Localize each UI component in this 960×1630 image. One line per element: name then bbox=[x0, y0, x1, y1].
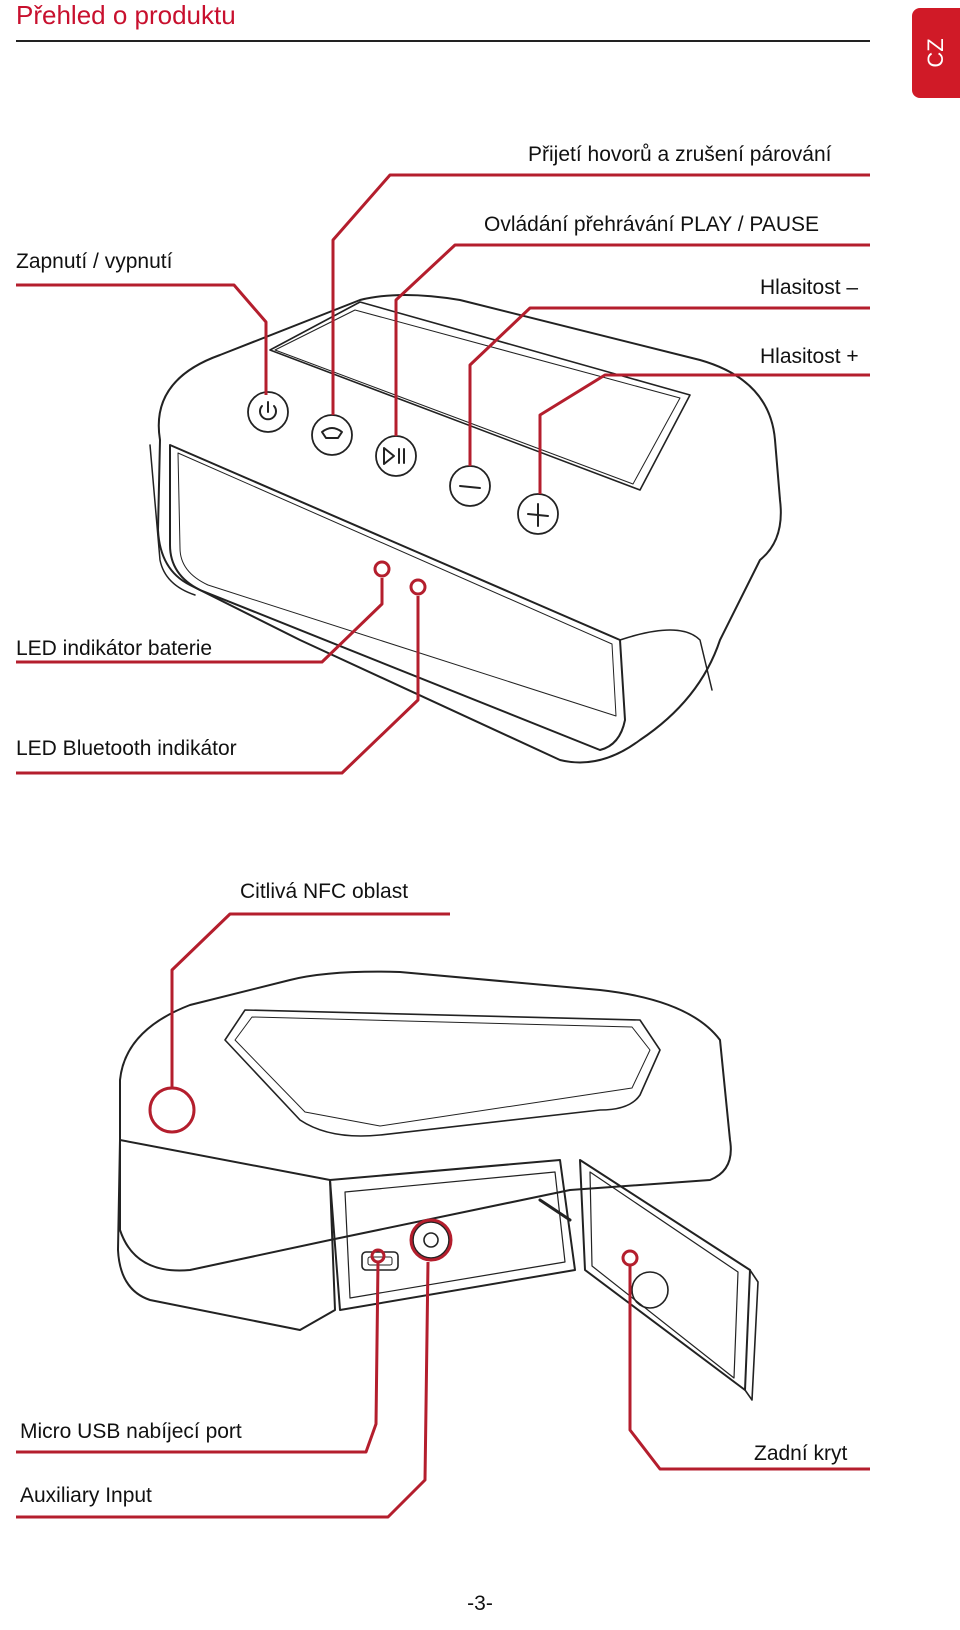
page-number: -3- bbox=[467, 1592, 493, 1615]
label-aux: Auxiliary Input bbox=[20, 1484, 152, 1507]
title-rule bbox=[16, 40, 870, 42]
callout-targets bbox=[148, 560, 639, 1267]
label-micro-usb: Micro USB nabíjecí port bbox=[20, 1420, 242, 1443]
plus-icon bbox=[527, 503, 549, 527]
label-play-pause: Ovládání přehrávání PLAY / PAUSE bbox=[484, 213, 820, 236]
callout-lines bbox=[16, 173, 870, 1519]
label-volume-down: Hlasitost – bbox=[760, 276, 859, 299]
play-pause-icon bbox=[383, 447, 405, 465]
label-power: Zapnutí / vypnutí bbox=[16, 250, 173, 273]
power-icon bbox=[259, 401, 277, 421]
micro-usb-port bbox=[361, 1251, 399, 1271]
language-tab[interactable]: CZ bbox=[912, 8, 960, 98]
label-back-cover: Zadní kryt bbox=[754, 1442, 848, 1465]
phone-icon bbox=[321, 427, 343, 439]
speaker-rear-view bbox=[117, 970, 759, 1401]
button-icons bbox=[259, 401, 549, 527]
page-title: Přehled o produktu bbox=[16, 0, 236, 30]
label-nfc: Citlivá NFC oblast bbox=[240, 880, 409, 903]
label-answer-call: Přijetí hovorů a zrušení párování bbox=[528, 143, 832, 166]
label-led-bluetooth: LED Bluetooth indikátor bbox=[16, 737, 237, 760]
minus-icon bbox=[459, 485, 481, 489]
label-led-battery: LED indikátor baterie bbox=[16, 637, 213, 660]
speaker-front-view bbox=[149, 294, 782, 764]
ports bbox=[361, 1221, 450, 1271]
aux-port bbox=[412, 1221, 450, 1259]
label-volume-up: Hlasitost + bbox=[760, 345, 859, 368]
